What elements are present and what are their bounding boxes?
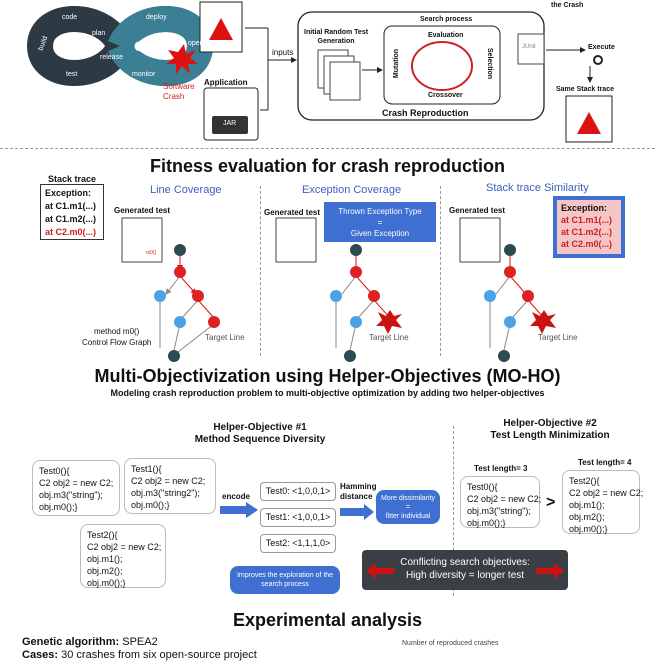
- exception-coverage-title: Exception Coverage: [302, 184, 402, 196]
- search-process-label: Search process: [420, 16, 473, 23]
- devops-release: release: [100, 54, 123, 61]
- software-crash-label: Software Crash: [163, 82, 195, 101]
- divider: [260, 186, 261, 356]
- m0-label: m0(): [146, 250, 157, 256]
- test-reproducing-label: the Crash: [551, 2, 584, 9]
- test0-code: Test0(){ C2 obj2 = new C2; obj.m3("strin…: [32, 460, 120, 516]
- stack-trace-box: Exception: at C1.m1(...) at C1.m2(...) a…: [40, 184, 104, 240]
- conflict-arrows-icon: [366, 563, 564, 579]
- length3-label: Test length= 3: [474, 464, 528, 473]
- stack-trace-label: Stack trace: [48, 174, 97, 184]
- top-diagram: [26, 1, 613, 143]
- similarity-frame: at C2.m0(...): [561, 239, 613, 249]
- warning-icon: [209, 18, 233, 40]
- moho-title: Multi-Objectivization using Helper-Objec…: [94, 366, 561, 386]
- divider: [0, 148, 655, 149]
- moho-subtitle: Modeling crash reproduction problem to m…: [110, 388, 545, 398]
- similarity-frame: at C1.m2(...): [561, 227, 613, 237]
- experimental-title: Experimental analysis: [232, 610, 423, 630]
- stack-exception: Exception:: [45, 188, 92, 198]
- devops-monitor: monitor: [132, 71, 156, 78]
- similarity-callout: Exception: at C1.m1(...) at C1.m2(...) a…: [553, 196, 625, 258]
- vector-cell: Test1: <1,0,0,1>: [260, 508, 336, 527]
- stack-frame: at C1.m1(...): [45, 201, 97, 211]
- cases-label: Cases:: [22, 649, 59, 661]
- length4-label: Test length= 4: [578, 458, 632, 467]
- ho1-title: Helper-Objective #1 Method Sequence Dive…: [194, 422, 326, 445]
- cfg-graph-1: [121, 217, 220, 362]
- initial-random-label: Initial Random Test Generation: [304, 29, 369, 45]
- target-line-label: Target Line: [538, 333, 578, 342]
- application-label: Application: [204, 78, 248, 87]
- vector-cell: Test2: <1,1,1,0>: [260, 534, 336, 553]
- ga-label: Genetic algorithm:: [22, 636, 120, 648]
- devops-plan: plan: [92, 30, 106, 37]
- devops-deploy: deploy: [146, 14, 167, 21]
- encode-label: encode: [222, 492, 251, 501]
- dissimilarity-pill: More dissimilarity = fitter individual: [376, 490, 440, 524]
- cfg-diagrams: [121, 217, 556, 362]
- stack-similarity-title: Stack trace Similarity: [486, 182, 589, 194]
- hamming-arrow-icon: [340, 504, 374, 520]
- devops-code: code: [62, 14, 78, 21]
- stack-frame: at C1.m2(...): [45, 214, 97, 224]
- cases-line: Cases: 30 crashes from six open-source p…: [22, 649, 257, 661]
- cases-value: 30 crashes from six open-source project: [58, 649, 257, 661]
- mutation-label: Mutation: [393, 48, 401, 79]
- selection-label: Selection: [486, 47, 494, 80]
- test1-code: Test1(){ C2 obj2 = new C2; obj.m3("strin…: [124, 458, 216, 514]
- crash-reproduction-label: Crash Reproduction: [382, 108, 469, 118]
- length3-code: Test0(){ C2 obj2 = new C2; obj.m3("strin…: [460, 476, 541, 528]
- line-coverage-title: Line Coverage: [150, 184, 222, 196]
- fitness-title: Fitness evaluation for crash reproductio…: [149, 156, 506, 176]
- improves-pill: Improves the exploration of the search p…: [230, 566, 340, 594]
- devops-test: test: [66, 71, 78, 78]
- cfg-graph-3: [459, 217, 556, 362]
- greater-than: >: [546, 494, 556, 511]
- devops-operate: operate: [188, 40, 212, 47]
- cfg-method-label: method m0() Control Flow Graph: [82, 327, 152, 347]
- vector-cell: Test0: <1,0,0,1>: [260, 482, 336, 501]
- divider: [453, 426, 454, 596]
- divider: [440, 186, 441, 356]
- reproduced-label: Number of reproduced crashes: [402, 640, 499, 647]
- test2-code: Test2(){ C2 obj2 = new C2; obj.m1(); obj…: [80, 524, 166, 588]
- execute-label: Execute: [588, 44, 615, 51]
- similarity-exception: Exception:: [561, 203, 608, 213]
- junit-label: JUnit: [522, 44, 536, 50]
- ga-value: SPEA2: [119, 636, 158, 648]
- jar-label: JAR: [223, 120, 237, 127]
- cfg-graph-2: [275, 217, 402, 362]
- encode-arrow-icon: [220, 502, 258, 518]
- same-stack-label: Same Stack trace: [556, 86, 614, 93]
- dev-label: Dev: [58, 38, 84, 54]
- gear-icon: [593, 55, 603, 65]
- target-line-label: Target Line: [205, 333, 245, 342]
- hamming-label: Hamming distance: [340, 482, 377, 501]
- crossover-label: Crossover: [428, 92, 463, 99]
- generated-test-label: Generated test: [264, 208, 321, 217]
- ho2-title: Helper-Objective #2 Test Length Minimiza…: [490, 418, 610, 441]
- ga-line: Genetic algorithm: SPEA2: [22, 636, 158, 648]
- generated-test-label: Generated test: [449, 206, 506, 215]
- ops-label: Ops: [134, 38, 162, 54]
- crash-star-icon: [166, 44, 198, 74]
- stack-frame: at C2.m0(...): [45, 227, 97, 237]
- thrown-exception-callout: Thrown Exception Type = Given Exception: [324, 202, 436, 242]
- length4-code: Test2(){ C2 obj2 = new C2; obj.m1(); obj…: [562, 470, 643, 534]
- target-line-label: Target Line: [369, 333, 409, 342]
- similarity-frame: at C1.m1(...): [561, 215, 613, 225]
- inputs-label: inputs: [272, 48, 294, 57]
- generated-test-label: Generated test: [114, 206, 171, 215]
- conflict-box: Conflicting search objectives: High dive…: [362, 550, 568, 590]
- evaluation-label: Evaluation: [428, 32, 464, 39]
